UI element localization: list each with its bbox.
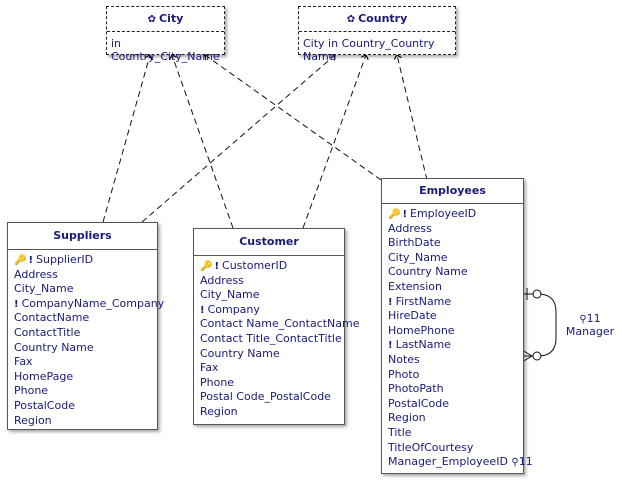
key-icon: 🔑 xyxy=(388,209,401,220)
attribute-row[interactable]: Region xyxy=(14,413,52,427)
customer-entity[interactable]: Customer 🔑!CustomerID Address City_Name … xyxy=(193,228,360,425)
attribute-row[interactable]: City_Name xyxy=(200,288,260,302)
customer-to-country-line xyxy=(302,55,366,229)
manager-self-relationship xyxy=(521,288,557,363)
city-entity[interactable]: ✿City in Country_City_Name xyxy=(106,6,225,63)
required-icon: ! xyxy=(28,255,34,266)
attribute-row[interactable]: Notes xyxy=(388,352,420,366)
attribute-row[interactable]: BirthDate xyxy=(388,236,441,250)
attribute-row[interactable]: Title xyxy=(388,425,412,439)
attribute-row[interactable]: Contact Name_ContactName xyxy=(200,317,360,331)
attribute-row[interactable]: 🔑!EmployeeID xyxy=(388,207,477,220)
attribute-row[interactable]: Fax xyxy=(14,355,33,369)
key-icon: 🔑 xyxy=(14,255,27,266)
attribute-row[interactable]: TitleOfCourtesy xyxy=(388,440,474,454)
attribute-row[interactable]: PhotoPath xyxy=(388,382,444,396)
attribute-row[interactable]: HomePage xyxy=(14,369,74,383)
attribute-row[interactable]: PostalCode xyxy=(388,396,449,410)
link-icon: ⚲ xyxy=(511,457,519,469)
attribute-row[interactable]: 🔑!SupplierID xyxy=(14,253,94,266)
attribute-row[interactable]: Country Name xyxy=(14,340,94,354)
attribute-row[interactable]: Fax xyxy=(200,361,219,375)
required-icon: ! xyxy=(402,209,408,220)
gear-icon: ✿ xyxy=(346,14,356,25)
attribute-row[interactable]: Phone xyxy=(14,384,49,398)
attribute-row[interactable]: !LastName xyxy=(388,338,451,352)
attribute-row[interactable]: !Company xyxy=(200,302,260,316)
city-title: City xyxy=(159,12,184,25)
key-icon: 🔑 xyxy=(200,261,213,272)
manager-relationship-label[interactable]: ⚲11 Manager xyxy=(565,312,615,338)
required-icon: ! xyxy=(14,298,19,310)
link-icon: ⚲ xyxy=(579,314,587,325)
attribute-row[interactable]: Photo xyxy=(388,367,420,381)
attribute-row[interactable]: Postal Code_PostalCode xyxy=(200,390,331,404)
attribute-row[interactable]: Phone xyxy=(200,375,235,389)
attribute-row[interactable]: Contact Title_ContactTitle xyxy=(200,331,342,345)
customer-title: Customer xyxy=(239,235,299,248)
employees-to-city-line xyxy=(205,55,382,181)
country-entity[interactable]: ✿Country City in Country_Country Name xyxy=(298,6,456,63)
attribute-row[interactable]: !FirstName xyxy=(388,294,452,308)
attribute-row[interactable]: ContactName xyxy=(14,311,90,325)
attribute-row[interactable]: ContactTitle xyxy=(14,325,81,339)
attribute-row[interactable]: Region xyxy=(388,411,426,425)
suppliers-to-city-line xyxy=(102,55,150,223)
attribute-row[interactable]: Country Name xyxy=(388,265,468,279)
attribute-row[interactable]: PostalCode xyxy=(14,398,75,412)
required-icon: ! xyxy=(200,304,205,316)
employees-title: Employees xyxy=(419,184,486,197)
suppliers-to-country-line xyxy=(141,55,335,223)
attribute-row[interactable]: HireDate xyxy=(388,309,437,323)
attribute-row[interactable]: 🔑!CustomerID xyxy=(200,259,288,272)
attribute-row[interactable]: Extension xyxy=(388,279,443,293)
employees-entity[interactable]: Employees 🔑!EmployeeID Address BirthDate… xyxy=(381,178,533,474)
attribute-row[interactable]: Address xyxy=(200,273,244,287)
employees-to-country-line xyxy=(397,55,428,181)
required-icon: ! xyxy=(388,340,393,352)
customer-to-city-line xyxy=(172,55,234,229)
suppliers-title: Suppliers xyxy=(53,229,112,242)
attribute-row[interactable]: Address xyxy=(388,221,432,235)
attribute-row[interactable]: Country Name xyxy=(200,346,280,360)
suppliers-entity[interactable]: Suppliers 🔑!SupplierID Address City_Name… xyxy=(7,222,165,430)
attribute-row[interactable]: HomePhone xyxy=(388,323,455,337)
gear-icon: ✿ xyxy=(147,14,157,25)
attribute-row[interactable]: Manager_EmployeeID ⚲11 xyxy=(388,455,533,469)
country-title: Country xyxy=(358,12,408,25)
required-icon: ! xyxy=(214,261,220,272)
attribute-row[interactable]: City_Name xyxy=(14,282,74,296)
city-sub: in Country_City_Name xyxy=(111,37,220,63)
country-sub: City in Country_Country Name xyxy=(303,37,435,63)
attribute-row[interactable]: City_Name xyxy=(388,250,448,264)
required-icon: ! xyxy=(388,296,393,308)
attribute-row[interactable]: Address xyxy=(14,267,58,281)
attribute-row[interactable]: !CompanyName_Company xyxy=(14,296,165,310)
attribute-row[interactable]: Region xyxy=(200,404,238,418)
